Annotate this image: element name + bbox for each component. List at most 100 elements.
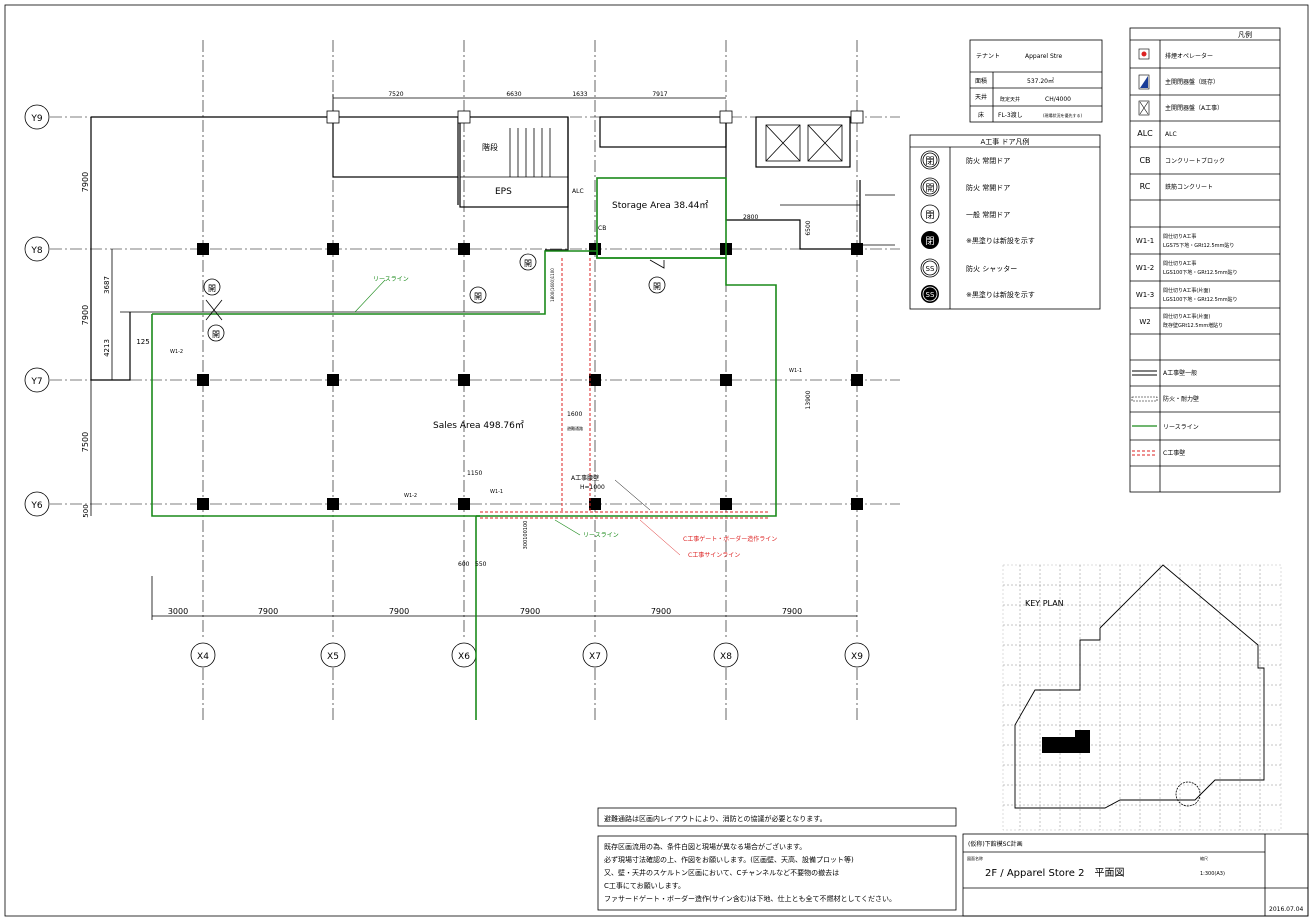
door-legend-text-2: 防火 常開ドア — [966, 183, 1010, 192]
label-lease-line-1: リースライン — [373, 276, 409, 283]
label-evac-route: 避難通路 — [567, 425, 583, 431]
door-legend-symbol-4: 閉 — [925, 236, 934, 247]
door-legend-text-5: 防火 シャッター — [966, 264, 1017, 273]
dim-2800: 2800 — [743, 214, 758, 221]
grid-label-x6: X6 — [458, 652, 470, 662]
grid-label-y8: Y8 — [30, 246, 42, 256]
scale-label: 縮尺 — [1200, 855, 1208, 861]
label-w1-1-b: W1-1 — [490, 489, 503, 495]
key-plan-highlight — [1042, 737, 1078, 753]
note-line-3: 又、壁・天井のスケルトン区画において、Cチャンネルなど不要物の撤去は — [604, 868, 839, 877]
drawing-title: 2F / Apparel Store 2 平面図 — [985, 867, 1124, 879]
legend-code-alc: ALC — [1137, 129, 1153, 138]
legend-code-w1-2: W1-2 — [1136, 264, 1154, 272]
label-eps: EPS — [495, 187, 512, 197]
legend-text2-w1-1: LGS75下地・GRt12.5mm貼り — [1163, 242, 1234, 249]
grid-label-x4: X4 — [197, 652, 209, 662]
legend-text-3: 主開閉器盤（A工事） — [1165, 104, 1223, 112]
note-line-2: 必ず現場寸法確認の上、作図をお願いします。(区画壁、天高、設備プロット等) — [604, 855, 854, 864]
legend-code-w1-3: W1-3 — [1136, 291, 1154, 299]
ceiling-value-1: 既定天井 — [1000, 96, 1020, 103]
door-legend-symbol-3: 閉 — [925, 210, 934, 221]
label-w1-2-a: W1-2 — [170, 349, 183, 355]
bottom-dimensions: 3000 7900 7900 7900 7900 7900 — [151, 576, 857, 620]
dim-4213: 4213 — [103, 339, 111, 357]
legend-text-fire-wall: 防火・耐力壁 — [1163, 395, 1199, 403]
grid-bubbles-x: X4 X5 X6 X7 X8 X9 — [190, 642, 870, 668]
label-kaidan: 階段 — [482, 142, 498, 152]
door-legend-symbol-5: SS — [926, 265, 935, 273]
legend-text-cb: コンクリートブロック — [1165, 157, 1225, 165]
door-legend-title: A工事 ドア凡例 — [980, 137, 1029, 146]
note-line-1: 既存区画流用の為、条件白図と現場が異なる場合がございます。 — [604, 842, 806, 851]
door-symbol-4: 開 — [524, 259, 532, 268]
legend-code-cb: CB — [1139, 156, 1150, 165]
tenant-value: Apparel Stre — [1025, 53, 1062, 60]
dim-7900-a: 7900 — [258, 607, 278, 616]
dim-1600: 1600 — [567, 411, 582, 418]
grid-label-y7: Y7 — [30, 377, 42, 387]
dim-left-7900-a: 7900 — [81, 172, 90, 192]
floor-label: 床 — [978, 111, 984, 119]
legend-text-w1-3: 間仕切りA工事(片面) — [1163, 287, 1210, 294]
legend-code-w2: W2 — [1139, 318, 1150, 326]
title-block: (仮称)下館模SC計画 図面名称 縮尺 2F / Apparel Store 2… — [962, 833, 1309, 917]
project-name: (仮称)下館模SC計画 — [968, 840, 1023, 848]
door-legend-symbol-1: 閉 — [925, 156, 934, 167]
dim-3000: 3000 — [168, 607, 188, 616]
legend-text-w1-2: 間仕切りA工事 — [1163, 260, 1196, 267]
dim-13900: 13900 — [805, 390, 812, 409]
dim-left-7900-b: 7900 — [81, 305, 90, 325]
sheet-border — [4, 4, 1309, 917]
label-sales-area: Sales Area 498.76㎡ — [433, 420, 524, 431]
dim-7900-d: 7900 — [651, 607, 671, 616]
door-legend-text-3: 一般 常閉ドア — [966, 210, 1010, 219]
note-line-5: ファサードゲート・ボーダー造作(サイン含む)は下地、仕上とも全て不燃材としてくだ… — [604, 894, 896, 903]
floor-note: (現場状況を優先する) — [1043, 112, 1083, 118]
door-symbol-1: 開 — [208, 284, 216, 293]
dim-600: 600 — [458, 561, 470, 568]
door-legend-symbol-6: SS — [926, 291, 935, 299]
label-w1-2-b: W1-2 — [404, 493, 417, 499]
legend-text-alc: ALC — [1165, 131, 1177, 138]
notes: 避難通路は区画内レイアウトにより、消防との協議が必要となります。 既存区画流用の… — [597, 807, 957, 911]
grid-label-y9: Y9 — [30, 114, 42, 124]
door-legend-text-4: ※黒塗りは新設を示す — [966, 236, 1035, 245]
ceiling-label: 天井 — [975, 93, 987, 101]
columns — [197, 110, 864, 510]
door-symbol-5: 開 — [653, 282, 661, 291]
door-symbol-3: 開 — [474, 292, 482, 301]
legend-text2-w2: 既存壁GRt12.5mm増貼り — [1163, 322, 1223, 329]
dim-7900-c: 7900 — [520, 607, 540, 616]
grid-label-x7: X7 — [589, 652, 601, 662]
door-legend-symbol-2: 開 — [925, 183, 934, 194]
dim-7900-e: 7900 — [782, 607, 802, 616]
dim-left-500: 500 — [82, 504, 90, 517]
dim-1633: 1633 — [572, 91, 587, 98]
grid-lines — [50, 40, 900, 720]
legend-text-rc: 鉄筋コンクリート — [1165, 183, 1213, 191]
grid-label-y6: Y6 — [30, 501, 42, 511]
legend-text-lease: リースライン — [1163, 424, 1199, 431]
dim-550: 550 — [475, 561, 487, 568]
grid-bubbles-y: Y9 Y8 Y7 Y6 — [24, 104, 50, 517]
legend-text-1: 排煙オペレーター — [1165, 52, 1213, 60]
legend: 凡例 排煙オペレーター 主開閉器盤（既存） 主開閉器盤（A工事） ALC ALC… — [1129, 27, 1281, 493]
legend-text-c-wall: C工事壁 — [1163, 449, 1185, 457]
dim-7520: 7520 — [388, 91, 403, 98]
label-storage-area: Storage Area 38.44㎡ — [612, 200, 708, 211]
label-c-sign: C工事サインライン — [688, 551, 740, 559]
c-work-lines — [480, 258, 770, 519]
floor-value: FL-3渡し — [998, 111, 1023, 119]
existing-walls — [90, 116, 895, 381]
note-line-4: C工事にてお願いします。 — [604, 881, 685, 890]
fire-wall-swatch — [1131, 396, 1158, 402]
tenant-info-box: テナント Apparel Stre 面積 537.20㎡ 天井 既定天井 CH/… — [969, 39, 1103, 123]
ceiling-value-2: CH/4000 — [1045, 96, 1071, 103]
dim-6630: 6630 — [506, 91, 521, 98]
legend-text-w2: 間仕切りA工事(片面) — [1163, 313, 1210, 320]
grid-label-x9: X9 — [851, 652, 863, 662]
label-wall-note-2: H=1000 — [580, 484, 605, 491]
legend-title: 凡例 — [1238, 30, 1252, 39]
